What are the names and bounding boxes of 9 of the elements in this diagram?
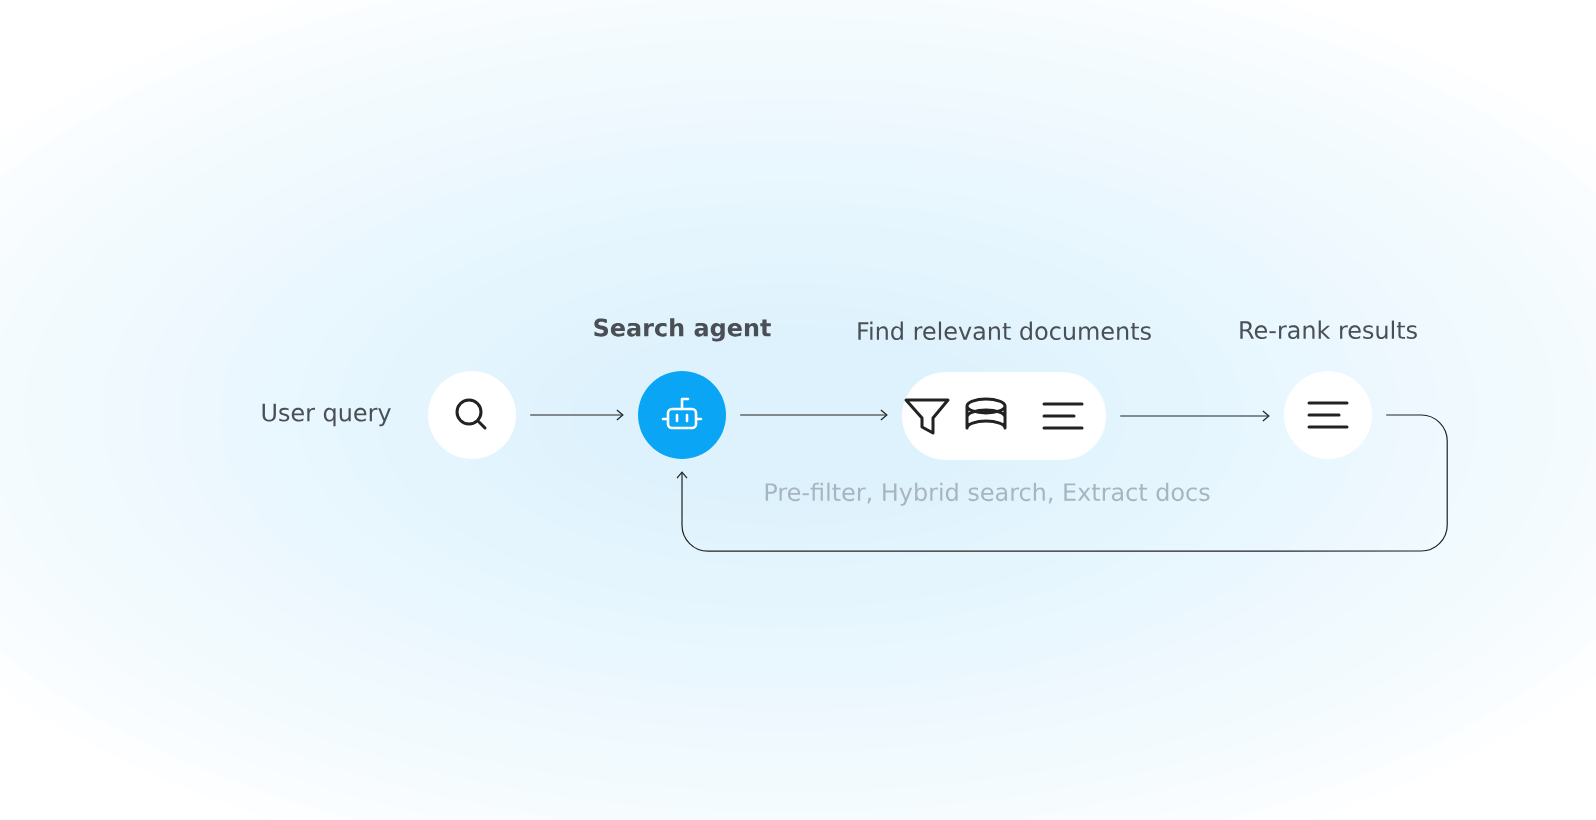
node-label: Re-rank results [1240, 320, 1417, 340]
node-label: Find relevant documents [858, 321, 1151, 341]
node-label: User query [262, 403, 391, 427]
node-caption: Pre-filter, Hybrid search, Extract docs [765, 482, 1210, 506]
arrow [529, 409, 624, 421]
node-heading: Search agent [594, 318, 771, 342]
arrow [739, 409, 888, 421]
arrow [676, 414, 1448, 552]
arrow [1119, 410, 1270, 422]
